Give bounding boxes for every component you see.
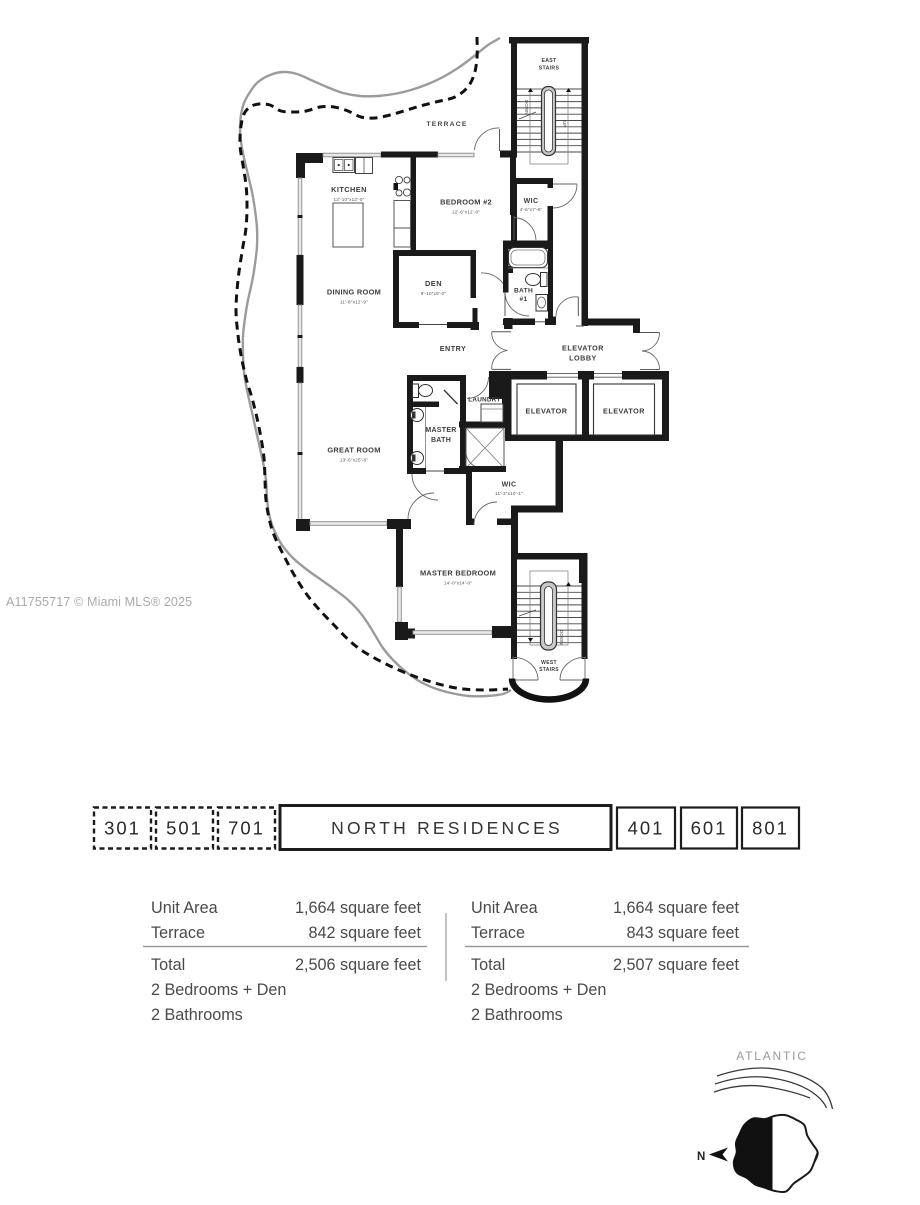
svg-text:#1: #1	[520, 296, 528, 303]
svg-text:Total: Total	[471, 956, 505, 974]
svg-text:DEN: DEN	[425, 279, 442, 288]
svg-text:LAUNDRY: LAUNDRY	[468, 397, 501, 404]
svg-text:601: 601	[691, 818, 728, 839]
svg-text:ELEVATOR: ELEVATOR	[603, 407, 645, 416]
svg-text:11'-8″x12'-9″: 11'-8″x12'-9″	[340, 300, 368, 305]
svg-text:2 Bathrooms: 2 Bathrooms	[151, 1006, 243, 1024]
svg-text:Unit Area: Unit Area	[151, 899, 218, 917]
svg-text:Terrace: Terrace	[471, 924, 525, 942]
svg-text:DINING ROOM: DINING ROOM	[327, 288, 381, 297]
svg-text:WIC: WIC	[502, 482, 517, 489]
svg-text:UP: UP	[562, 121, 567, 127]
svg-text:EAST: EAST	[541, 58, 557, 64]
svg-text:DOWN: DOWN	[559, 630, 564, 645]
svg-text:BATH: BATH	[431, 437, 451, 444]
svg-text:Total: Total	[151, 956, 185, 974]
svg-text:MASTER BEDROOM: MASTER BEDROOM	[420, 569, 496, 578]
svg-text:BATH: BATH	[514, 288, 533, 295]
svg-text:842 square feet: 842 square feet	[309, 924, 422, 942]
svg-text:ENTRY: ENTRY	[440, 344, 467, 353]
svg-text:4'-6″x7'-6″: 4'-6″x7'-6″	[520, 207, 543, 212]
svg-text:2,506 square feet: 2,506 square feet	[295, 956, 422, 974]
svg-text:843 square feet: 843 square feet	[627, 924, 740, 942]
svg-text:1,664 square feet: 1,664 square feet	[295, 899, 422, 917]
svg-text:14'-0″x14'-0″: 14'-0″x14'-0″	[444, 581, 472, 586]
svg-text:WEST: WEST	[541, 660, 557, 666]
svg-text:1,664 square feet: 1,664 square feet	[613, 899, 740, 917]
svg-text:701: 701	[228, 818, 265, 839]
svg-text:KITCHEN: KITCHEN	[331, 185, 367, 194]
svg-text:STAIRS: STAIRS	[539, 66, 560, 72]
svg-text:BEDROOM #2: BEDROOM #2	[440, 198, 492, 207]
svg-text:STAIRS: STAIRS	[539, 667, 559, 673]
svg-text:DOWN: DOWN	[524, 100, 529, 115]
svg-text:301: 301	[104, 818, 141, 839]
svg-text:401: 401	[628, 818, 665, 839]
svg-text:801: 801	[752, 818, 789, 839]
svg-text:2,507 square feet: 2,507 square feet	[613, 956, 740, 974]
svg-text:2 Bathrooms: 2 Bathrooms	[471, 1006, 563, 1024]
svg-text:2 Bedrooms + Den: 2 Bedrooms + Den	[151, 981, 286, 999]
svg-text:12'-6″x12'-0″: 12'-6″x12'-0″	[452, 210, 480, 215]
svg-text:2 Bedrooms + Den: 2 Bedrooms + Den	[471, 981, 606, 999]
svg-text:9'-10″x9'-0″: 9'-10″x9'-0″	[421, 291, 447, 296]
svg-text:NORTH RESIDENCES: NORTH RESIDENCES	[331, 818, 563, 838]
svg-text:ELEVATOR: ELEVATOR	[562, 344, 604, 353]
svg-text:MASTER: MASTER	[425, 427, 456, 434]
svg-text:LOBBY: LOBBY	[569, 354, 597, 363]
svg-text:WIC: WIC	[524, 198, 539, 205]
svg-text:13'-10″x12'-0″: 13'-10″x12'-0″	[333, 197, 364, 202]
svg-text:GREAT ROOM: GREAT ROOM	[327, 446, 380, 455]
svg-text:ATLANTIC: ATLANTIC	[736, 1049, 808, 1063]
svg-text:TERRACE: TERRACE	[426, 121, 467, 128]
svg-text:13'-6″x25'-8″: 13'-6″x25'-8″	[340, 458, 368, 463]
svg-text:N: N	[697, 1151, 705, 1163]
svg-text:A11755717 © Miami MLS® 2025: A11755717 © Miami MLS® 2025	[6, 595, 192, 609]
svg-text:Unit Area: Unit Area	[471, 899, 538, 917]
svg-text:ELEVATOR: ELEVATOR	[526, 407, 568, 416]
svg-text:11'-3″x10'-1″: 11'-3″x10'-1″	[495, 491, 523, 496]
svg-text:Terrace: Terrace	[151, 924, 205, 942]
svg-text:501: 501	[166, 818, 203, 839]
